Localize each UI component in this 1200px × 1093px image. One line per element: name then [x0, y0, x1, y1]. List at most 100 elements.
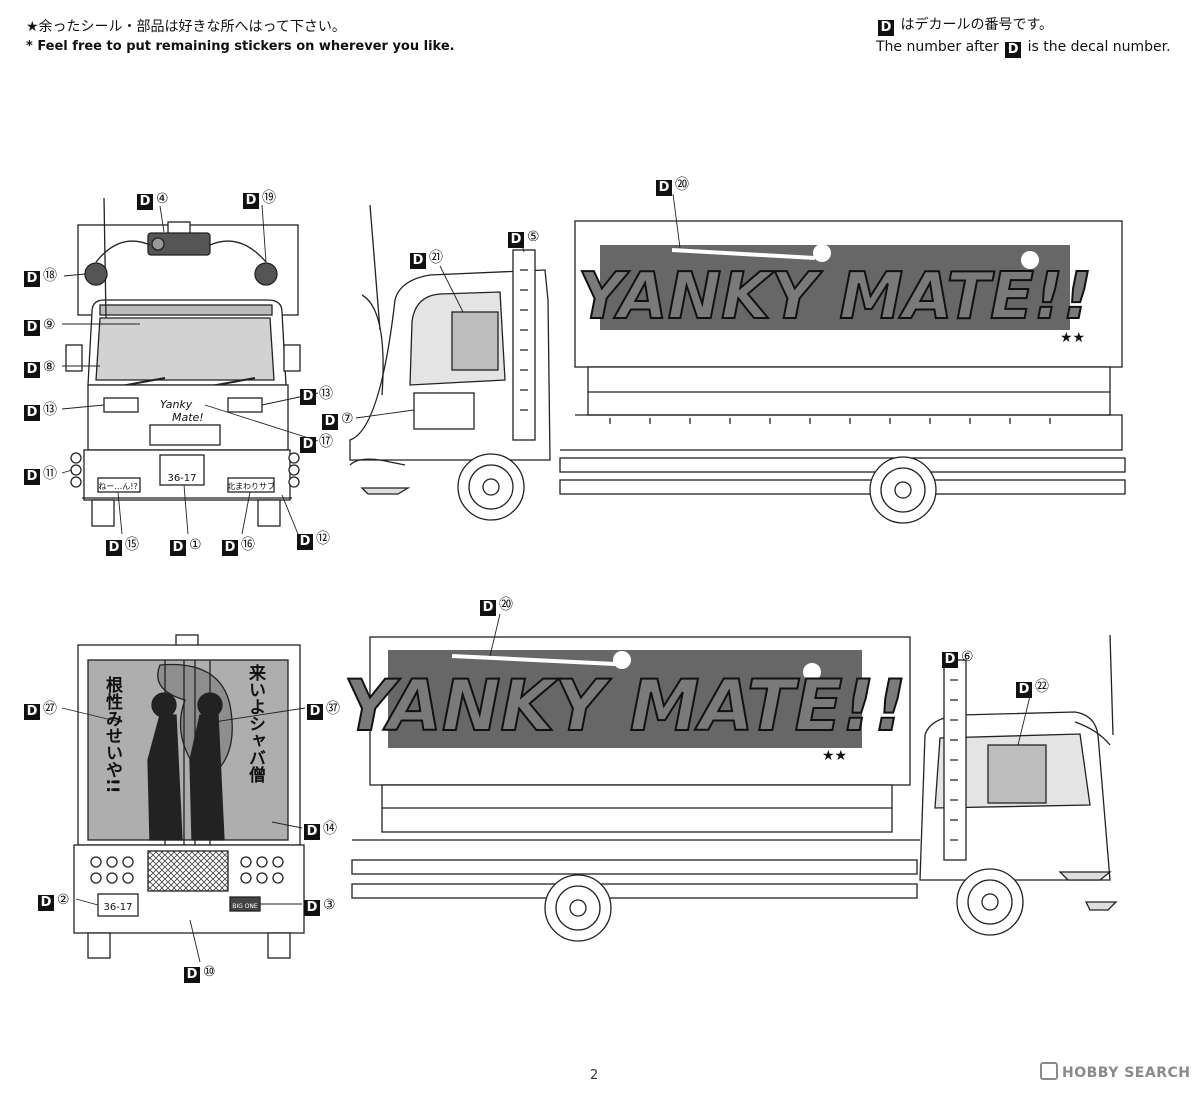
decal-number: ⑯ [241, 537, 255, 553]
decal-d-badge: D [322, 414, 338, 430]
decal-number: ② [57, 892, 70, 908]
rising-sun-icon [613, 651, 631, 669]
decal-number: ⑬ [319, 386, 333, 402]
decal-number: ⑭ [323, 821, 337, 837]
decal-number: ⑲ [262, 190, 276, 206]
decal-d-badge: D [170, 540, 186, 556]
decal-d-badge: D [222, 540, 238, 556]
decal-d-badge: D [480, 600, 496, 616]
decal-number-legend: D はデカールの番号です。 The number after D is the … [876, 14, 1171, 58]
decal-d-badge: D [297, 534, 313, 550]
decal-d-badge: D [24, 405, 40, 421]
decal-d-badge: D [508, 232, 524, 248]
decal-number: ㉒ [1035, 679, 1049, 695]
banner-stars-top: ★★ [1060, 330, 1085, 346]
rear-view [73, 634, 305, 959]
decal-number: ⑱ [43, 268, 57, 284]
decal-number: ④ [156, 191, 169, 207]
decal-number: ⑩ [203, 964, 216, 980]
hobby-search-logo-icon [1040, 1062, 1058, 1080]
decal-number: ⑨ [43, 317, 56, 333]
decal-d-badge: D [942, 652, 958, 668]
legend-english-row: The number after D is the decal number. [876, 36, 1171, 58]
decal-d-badge: D [24, 704, 40, 720]
decal-number: ㉗ [43, 701, 57, 717]
decal-d-badge: D [878, 20, 894, 36]
banner-text-bottom: YANKY MATE!! [344, 665, 907, 747]
watermark-text: HOBBY SEARCH [1062, 1065, 1191, 1081]
decal-d-badge: D [304, 824, 320, 840]
decal-d-badge: D [656, 180, 672, 196]
decal-d-badge: D [304, 900, 320, 916]
rear-right-vertical-text: 来いよシャバ僧 [245, 663, 267, 784]
front-view [65, 197, 301, 527]
rising-sun-icon [803, 663, 821, 681]
decal-d-badge: D [410, 253, 426, 269]
decal-number: ③ [323, 897, 336, 913]
decal-d-badge: D [307, 704, 323, 720]
page-number: 2 [590, 1068, 599, 1083]
decal-number: ⑬ [43, 402, 57, 418]
decal-number: ⑤ [527, 229, 540, 245]
decal-number: ⑥ [961, 649, 974, 665]
decal-number: ㊲ [326, 701, 340, 717]
front-logo-line1: Yanky [160, 398, 193, 411]
decal-number: ⑧ [43, 359, 56, 375]
legend-english-prefix: The number after [876, 39, 999, 55]
watermark: HOBBY SEARCH [1040, 1062, 1190, 1081]
rising-sun-icon [813, 244, 831, 262]
decal-d-badge: D [24, 469, 40, 485]
note-japanese: ★余ったシール・部品は好きな所へはって下さい。 [26, 19, 346, 35]
decal-number: ⑫ [316, 531, 330, 547]
front-logo-line2: Mate! [172, 411, 204, 424]
decal-d-badge: D [300, 389, 316, 405]
rising-sun-icon [1021, 251, 1039, 269]
decal-d-badge: D [38, 895, 54, 911]
remaining-stickers-note: ★余ったシール・部品は好きな所へはって下さい。 * Feel free to p… [26, 18, 455, 56]
callout-leader-lines [61, 193, 1031, 963]
decal-d-badge: D [106, 540, 122, 556]
decal-d-badge: D [24, 320, 40, 336]
decal-d-badge: D [1005, 42, 1022, 58]
front-plate-left-text: ねー…ん!? [98, 482, 137, 491]
decal-number: ㉑ [429, 250, 443, 266]
decal-number: ⑰ [319, 434, 333, 450]
yanky-mate-banner-top [600, 245, 1070, 330]
rear-plate-right-text: BIG ONE [232, 903, 258, 910]
decal-number: ⑮ [125, 537, 139, 553]
decal-d-badge: D [300, 437, 316, 453]
banner-text-top: YANKY MATE!! [578, 260, 1092, 334]
banner-stars-bottom: ★★ [822, 748, 847, 764]
decal-number: ⑳ [675, 177, 689, 193]
rear-left-vertical-text: 根性みせいや!! [102, 675, 123, 794]
decal-d-badge: D [243, 193, 259, 209]
legend-japanese-text: はデカールの番号です。 [900, 17, 1054, 33]
decal-d-badge: D [1016, 682, 1032, 698]
note-english: * Feel free to put remaining stickers on… [26, 39, 455, 54]
decal-number: ⑳ [499, 597, 513, 613]
